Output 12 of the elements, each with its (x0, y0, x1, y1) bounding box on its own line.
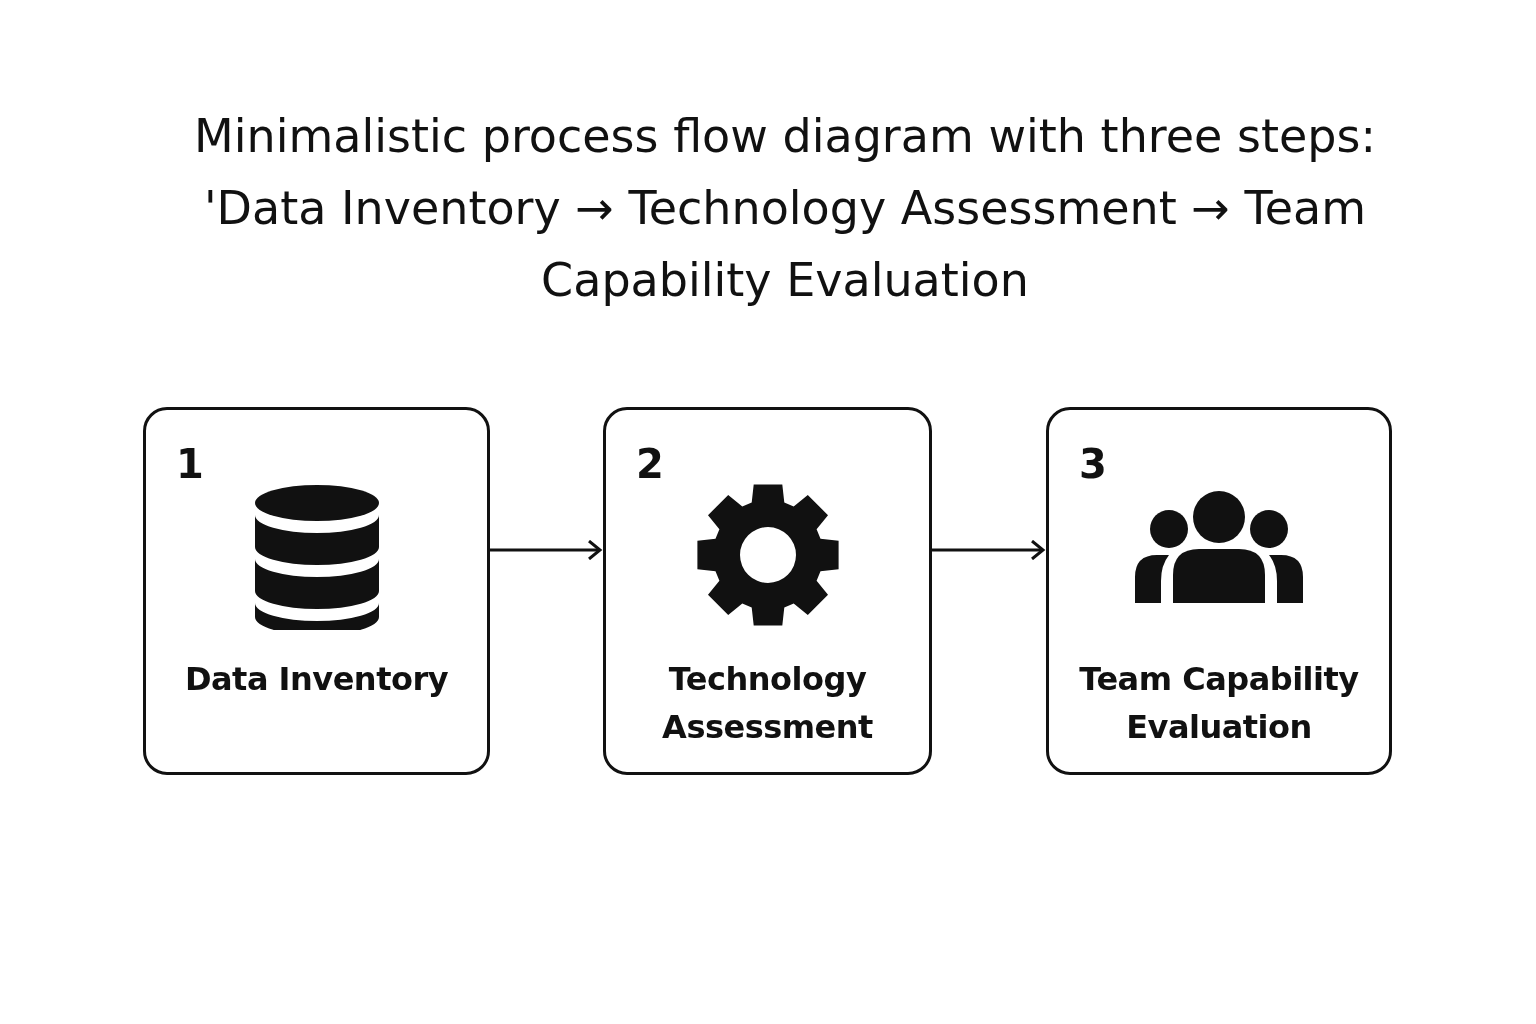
step-number: 3 (1079, 440, 1107, 488)
process-box (603, 407, 932, 775)
process-box (1046, 407, 1392, 775)
step-label: Team Capability Evaluation (1078, 659, 1360, 748)
step-label: Technology Assessment (661, 659, 874, 748)
arrow (932, 539, 1045, 561)
step-number: 1 (176, 440, 204, 488)
step-number: 2 (636, 440, 664, 488)
step-label: Data Inventory (183, 659, 450, 700)
diagram-title: Minimalistic process flow diagram with three steps: 'Data Inventory → Technology Assessment → Team Capability Evaluation (193, 108, 1377, 309)
arrow (490, 539, 602, 561)
process-box (143, 407, 490, 775)
